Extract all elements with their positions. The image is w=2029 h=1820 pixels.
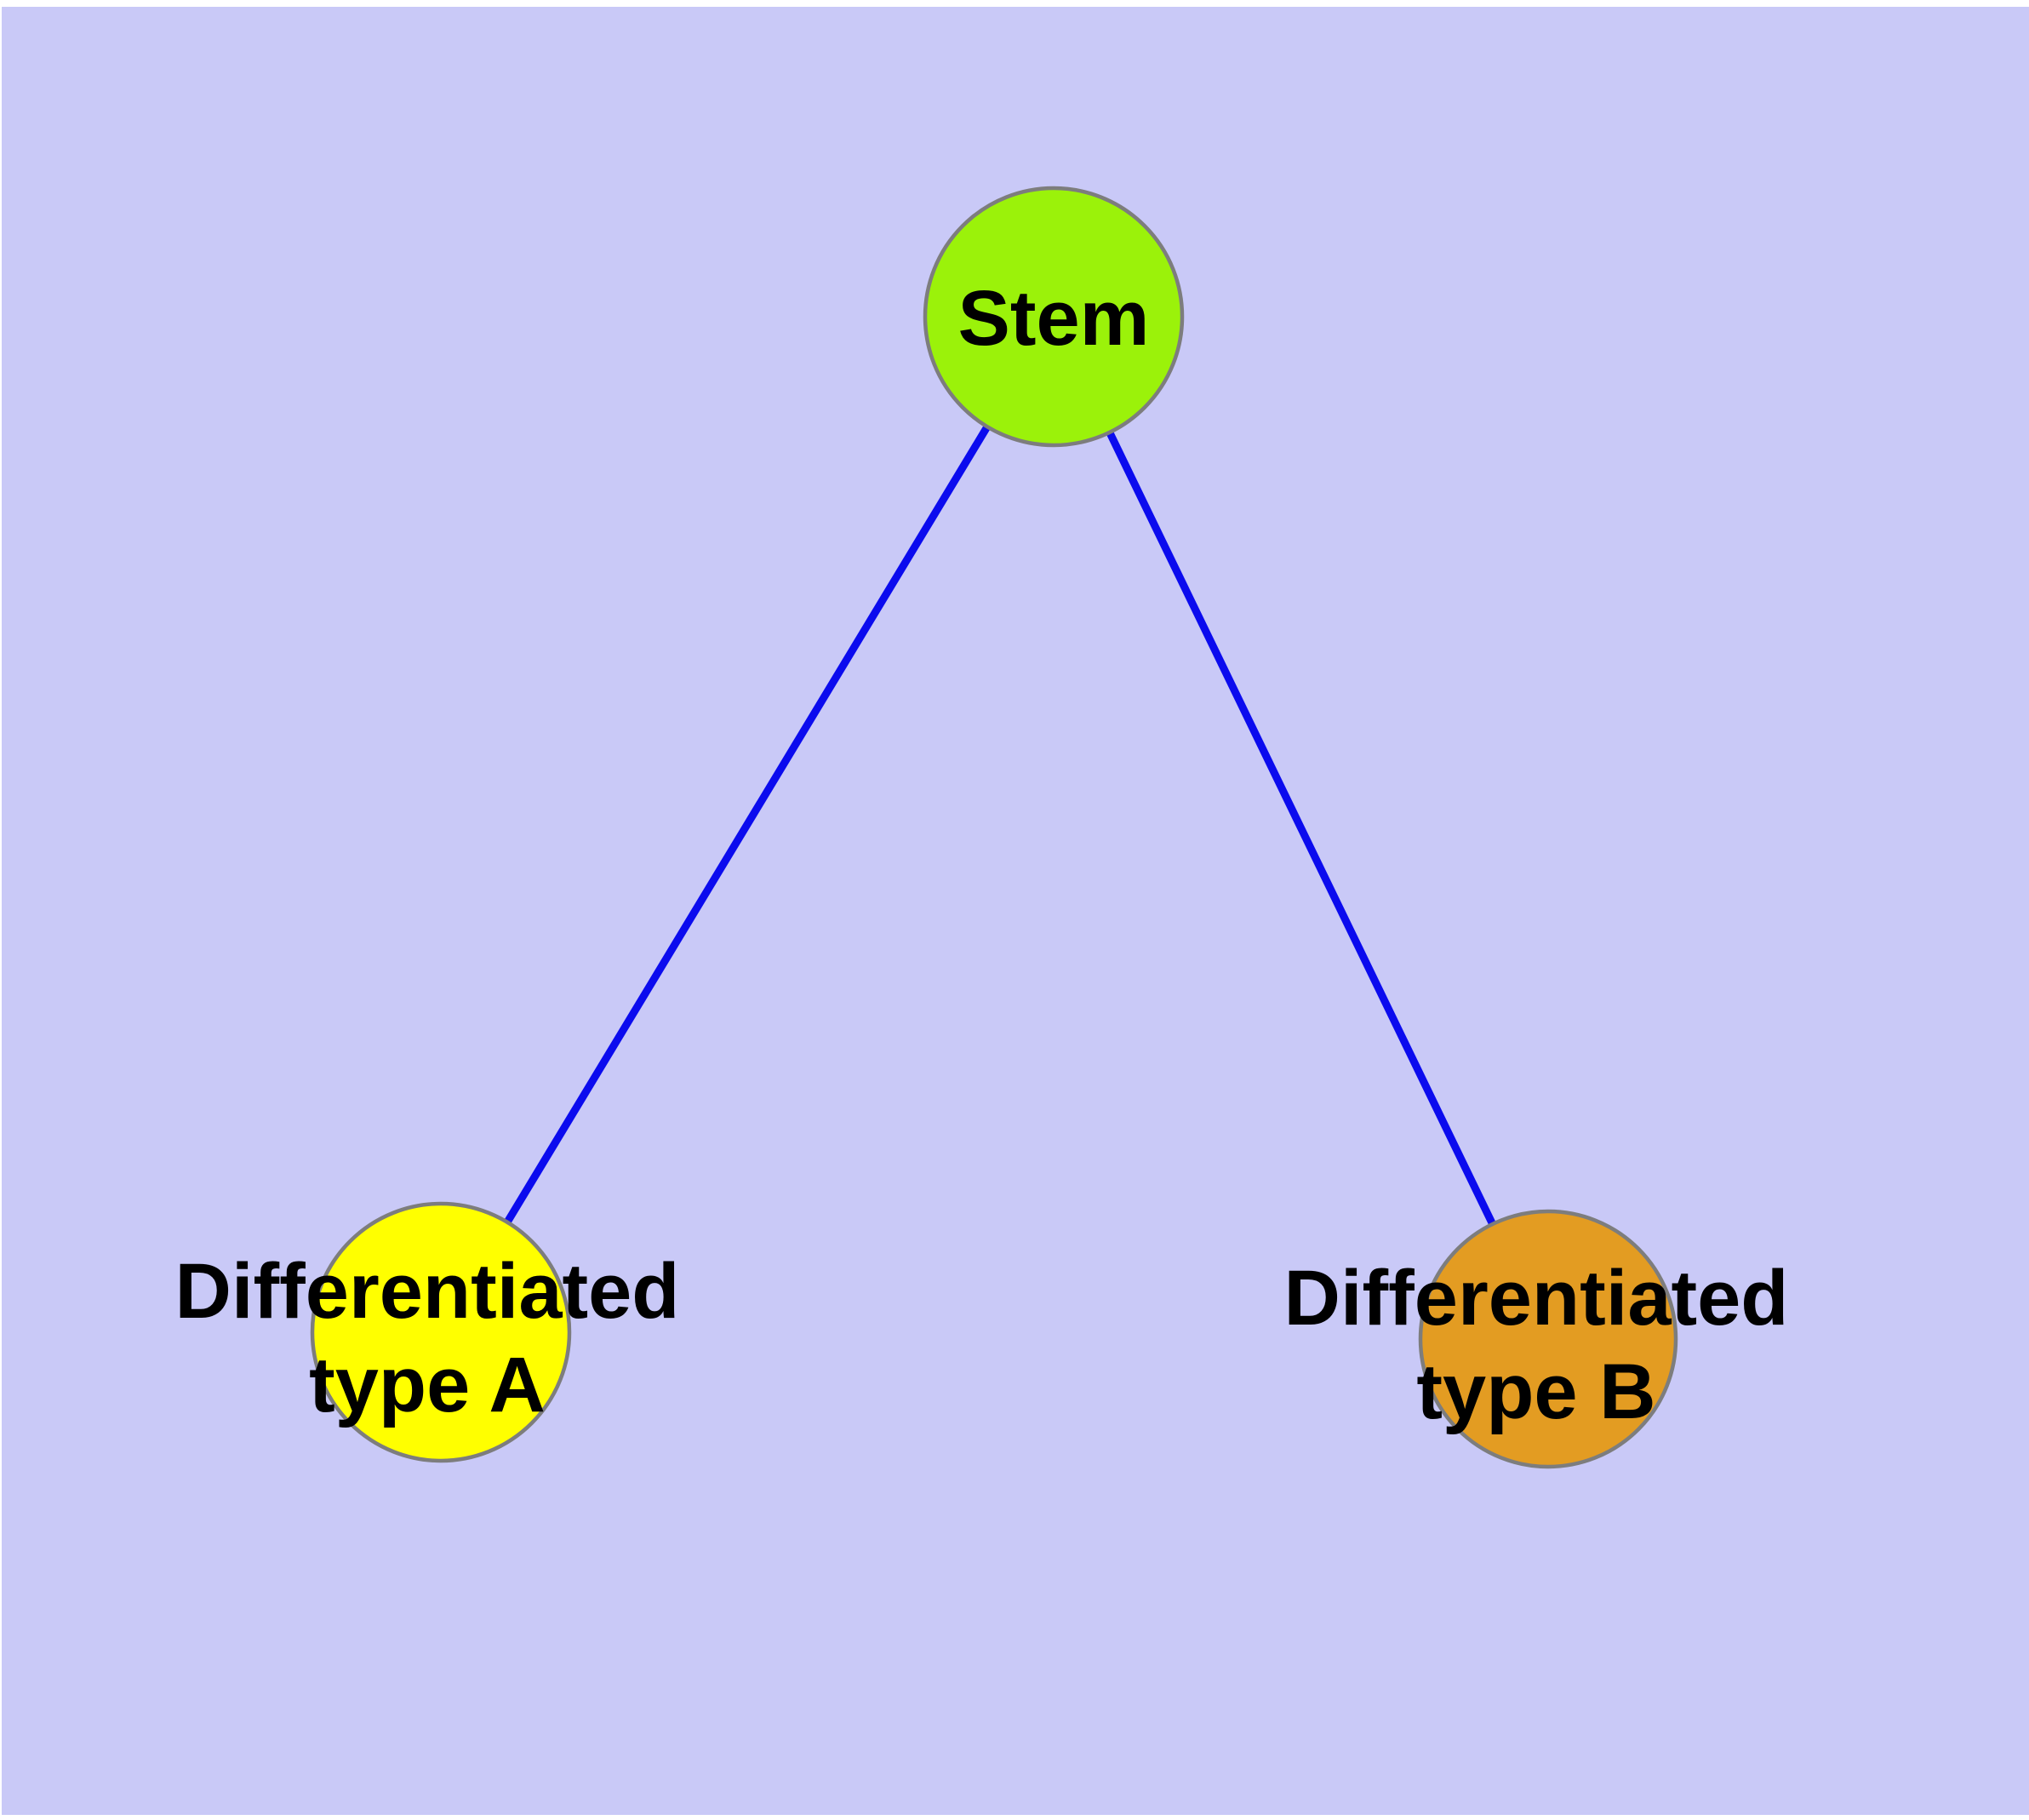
- edge-stem-to-type-a: [437, 314, 1057, 1335]
- type-a-label-line2: type A: [309, 1342, 546, 1428]
- type-a-node: [310, 1201, 572, 1463]
- type-b-node: [1418, 1209, 1678, 1469]
- type-b-label-line2: type B: [1416, 1348, 1655, 1435]
- type-a-label-line1: Differentiated: [175, 1248, 680, 1335]
- type-b-label-line1: Differentiated: [1284, 1255, 1789, 1342]
- edge-stem-to-type-b: [1049, 315, 1552, 1341]
- stem-node: [923, 186, 1185, 448]
- stem-node-label: Stem: [958, 275, 1150, 362]
